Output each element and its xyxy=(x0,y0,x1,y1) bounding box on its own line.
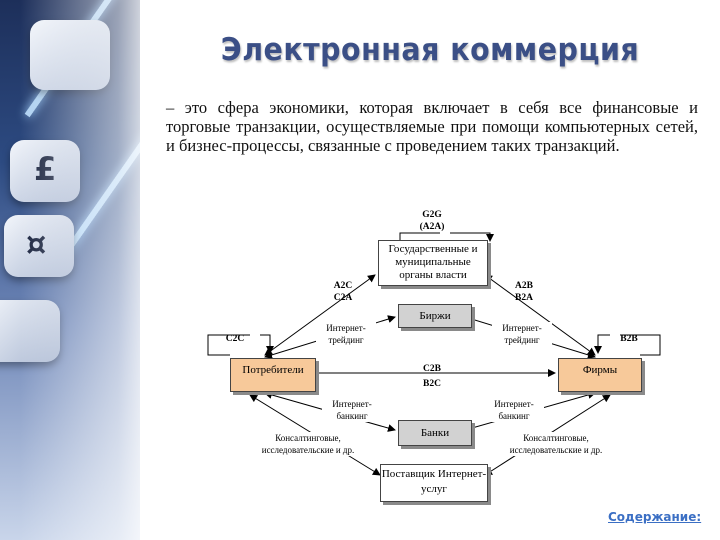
a2b-b2a-label: A2B B2A xyxy=(515,281,533,303)
consumers-box: Потребители xyxy=(230,358,316,392)
consulting-left-label: Консалтинговые, исследовательские и др. xyxy=(248,432,368,456)
keyboard-background-image: £ ¤ xyxy=(0,0,140,540)
provider-box: Поставщик Интернет-услуг xyxy=(380,464,488,502)
banking-left-label: Интернет- банкинг xyxy=(322,398,382,422)
b2b-loop-line xyxy=(620,334,661,356)
a2c-c2a-label: A2C C2A xyxy=(333,281,353,303)
trading-left-label: Интернет- трейдинг xyxy=(316,322,376,346)
c2c-label: C2C xyxy=(225,334,245,344)
g2g-loop-line xyxy=(399,232,440,243)
a2a-label: (A2A) xyxy=(419,222,445,232)
trading-right-label: Интернет- трейдинг xyxy=(492,322,552,346)
banking-right-label: Интернет- банкинг xyxy=(484,398,544,422)
b2b-loop-arrow xyxy=(594,334,610,354)
exchanges-box: Биржи xyxy=(398,304,472,328)
government-box: Государственные и муниципальные органы в… xyxy=(378,240,488,286)
c2c-loop-arrow xyxy=(260,334,274,354)
definition-text: – это сфера экономики, которая включает … xyxy=(166,98,698,155)
banks-box: Банки xyxy=(398,420,472,446)
firms-box: Фирмы xyxy=(558,358,642,392)
sidebar-fade xyxy=(20,0,140,540)
contents-link[interactable]: Содержание: xyxy=(608,510,702,524)
c2c-loop-line xyxy=(207,334,250,356)
b2b-label: B2B xyxy=(620,334,638,344)
page-title: Электронная коммерция xyxy=(220,32,640,68)
g2g-loop-arrow xyxy=(450,232,494,242)
g2g-label: G2G xyxy=(422,210,442,220)
c2b-b2c-label: C2B B2C xyxy=(423,364,441,389)
consulting-right-label: Консалтинговые, исследовательские и др. xyxy=(496,432,616,456)
